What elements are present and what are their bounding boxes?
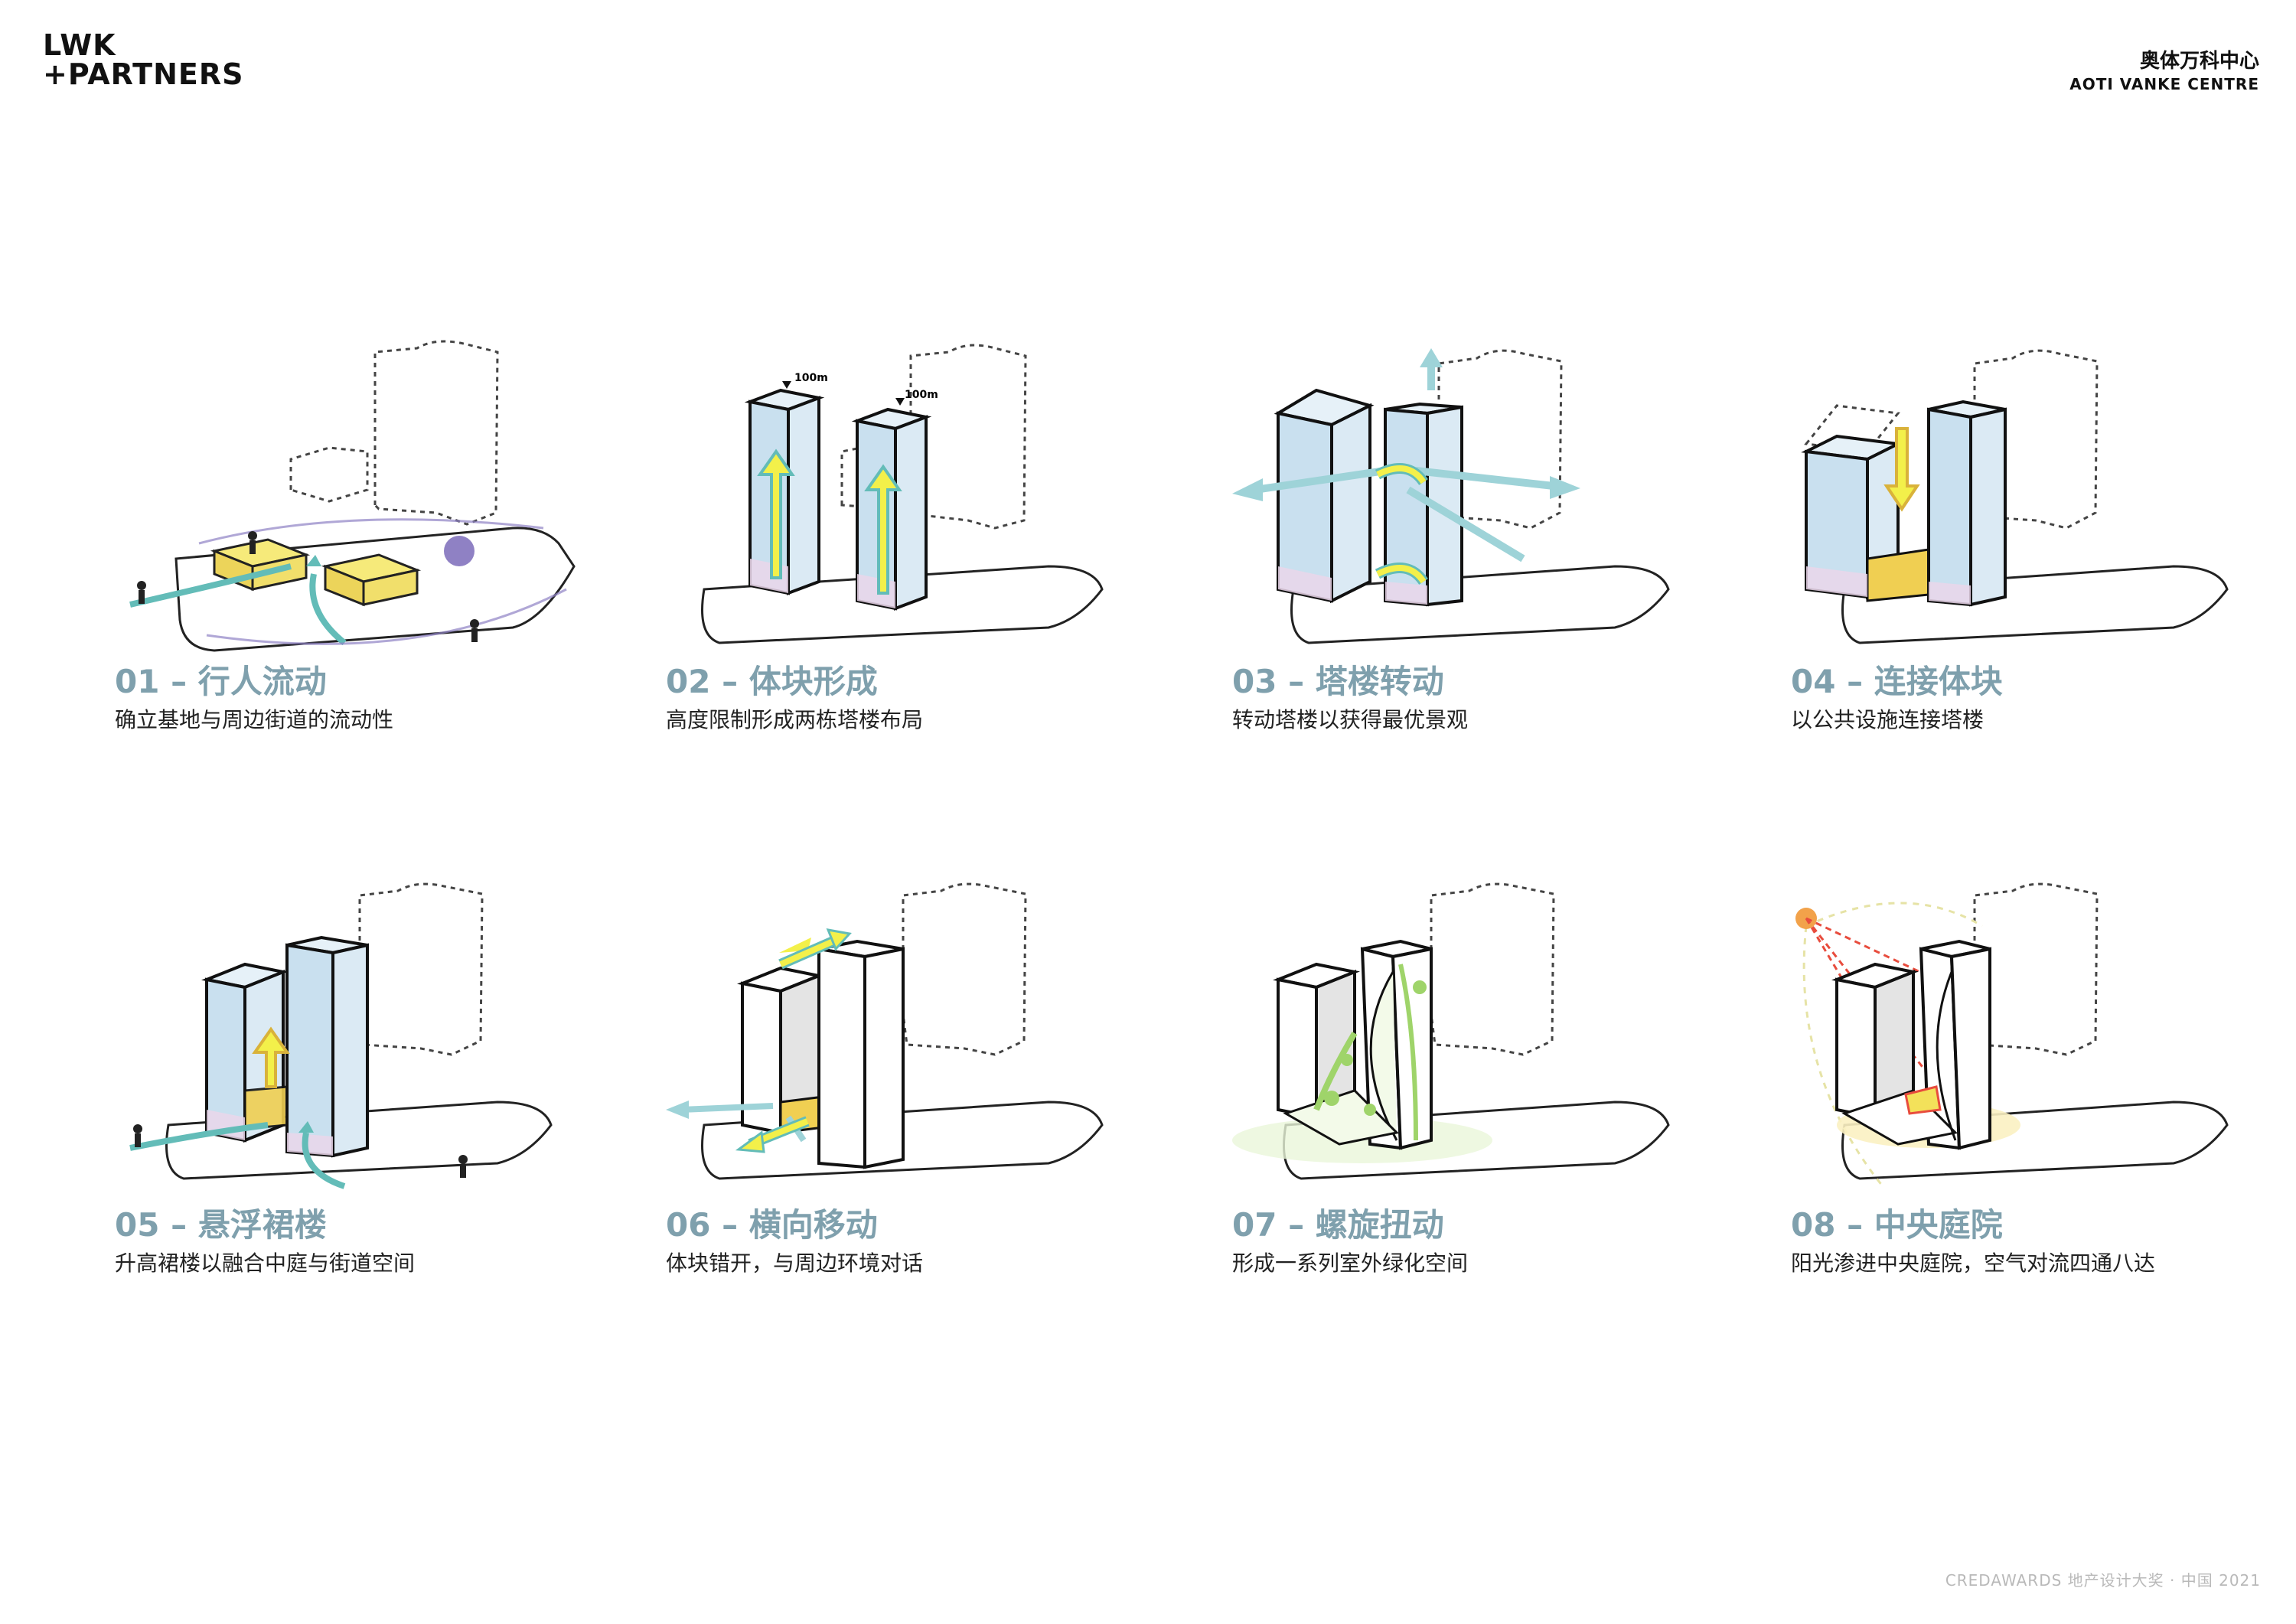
panel-07-spiral-twist: 07 – 螺旋扭动 形成一系列室外绿化空间 <box>1232 880 1753 1416</box>
panel-03-tower-rotation: 03 – 塔楼转动 转动塔楼以获得最优景观 <box>1232 337 1753 872</box>
panel-01-pedestrian-flow: 01 – 行人流动 确立基地与周边街道的流动性 <box>115 337 635 872</box>
caption-title: 03 – 塔楼转动 <box>1232 663 1444 700</box>
caption-title: 08 – 中央庭院 <box>1791 1206 2003 1244</box>
panel-06-lateral-shift: 06 – 横向移动 体块错开，与周边环境对话 <box>666 880 1186 1416</box>
caption-title: 07 – 螺旋扭动 <box>1232 1206 1444 1244</box>
caption-desc: 以公共设施连接塔楼 <box>1791 707 1985 732</box>
lwk-partners-logo: LWK +PARTNERS <box>43 31 243 89</box>
caption-desc: 高度限制形成两栋塔楼布局 <box>666 707 924 732</box>
caption-06: 06 – 横向移动 体块错开，与周边环境对话 <box>666 1205 923 1277</box>
caption-03: 03 – 塔楼转动 转动塔楼以获得最优景观 <box>1232 662 1468 734</box>
panel-02-massing: 100m 100m 02 – 体块形成 高度限制形成两栋塔楼布局 <box>666 337 1186 872</box>
footer-credit: CREDAWARDS 地产设计大奖 · 中国 2021 <box>1945 1571 2261 1590</box>
caption-07: 07 – 螺旋扭动 形成一系列室外绿化空间 <box>1232 1205 1468 1277</box>
caption-title: 02 – 体块形成 <box>666 663 878 700</box>
diagram-08 <box>1795 882 2229 1187</box>
diagram-03 <box>1232 348 1670 644</box>
caption-title: 05 – 悬浮裙楼 <box>115 1206 327 1244</box>
caption-01: 01 – 行人流动 确立基地与周边街道的流动性 <box>115 662 393 734</box>
bicycle-icon <box>444 536 475 566</box>
height-label-1: 100m <box>794 372 828 384</box>
project-title: 奥体万科中心 AOTI VANKE CENTRE <box>2069 49 2259 95</box>
caption-title: 06 – 横向移动 <box>666 1206 878 1244</box>
caption-08: 08 – 中央庭院 阳光渗进中央庭院，空气对流四通八达 <box>1791 1205 2155 1277</box>
caption-desc: 转动塔楼以获得最优景观 <box>1232 707 1469 732</box>
caption-desc: 阳光渗进中央庭院，空气对流四通八达 <box>1791 1251 2156 1276</box>
project-name-cn: 奥体万科中心 <box>2139 50 2259 73</box>
diagram-02: 100m 100m <box>701 344 1104 644</box>
caption-desc: 升高裙楼以融合中庭与街道空间 <box>115 1251 416 1276</box>
diagram-07 <box>1232 882 1670 1180</box>
panel-04-connect-volumes: 04 – 连接体块 以公共设施连接塔楼 <box>1791 337 2296 872</box>
panel-05-floating-podium: 05 – 悬浮裙楼 升高裙楼以融合中庭与街道空间 <box>115 880 635 1416</box>
caption-desc: 形成一系列室外绿化空间 <box>1232 1251 1469 1276</box>
diagram-04 <box>1801 349 2229 644</box>
caption-title: 04 – 连接体块 <box>1791 663 2003 700</box>
caption-02: 02 – 体块形成 高度限制形成两栋塔楼布局 <box>666 662 923 734</box>
logo-line-2: +PARTNERS <box>43 57 244 91</box>
caption-04: 04 – 连接体块 以公共设施连接塔楼 <box>1791 662 2003 734</box>
logo-line-1: LWK <box>43 28 116 62</box>
caption-desc: 确立基地与周边街道的流动性 <box>115 707 394 732</box>
caption-desc: 体块错开，与周边环境对话 <box>666 1251 924 1276</box>
diagram-01 <box>129 340 576 652</box>
project-name-en: AOTI VANKE CENTRE <box>2069 75 2259 93</box>
caption-title: 01 – 行人流动 <box>115 663 327 700</box>
diagram-06 <box>666 882 1104 1180</box>
caption-05: 05 – 悬浮裙楼 升高裙楼以融合中庭与街道空间 <box>115 1205 415 1277</box>
height-label-2: 100m <box>905 389 938 401</box>
panel-08-central-courtyard: 08 – 中央庭院 阳光渗进中央庭院，空气对流四通八达 <box>1791 880 2296 1416</box>
diagram-05 <box>129 882 553 1189</box>
